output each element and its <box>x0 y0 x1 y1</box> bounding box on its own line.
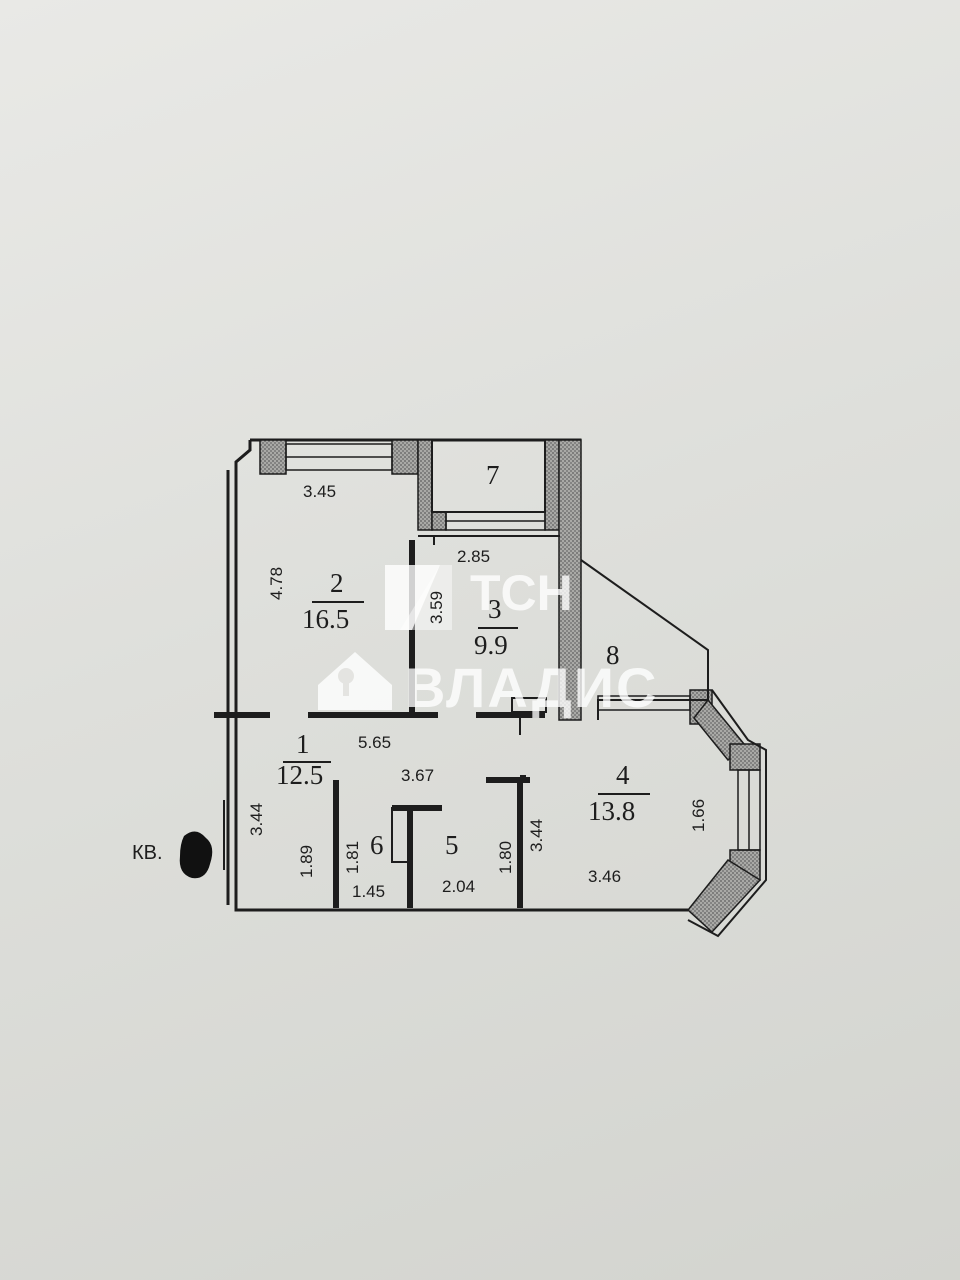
dim-room2-width: 3.45 <box>303 482 337 501</box>
room-3-number: 3 <box>488 594 502 624</box>
dim-room4-right: 1.66 <box>689 798 708 832</box>
apartment-label: КВ. <box>132 842 163 864</box>
balcony-outline <box>431 440 546 513</box>
house-key-icon <box>318 652 392 710</box>
dim-room3-width: 2.85 <box>457 547 491 566</box>
dim-hall-depth: 3.44 <box>247 802 266 836</box>
dim-room6-width: 1.45 <box>352 882 386 901</box>
room-1-number: 1 <box>296 729 310 759</box>
room-2-number: 2 <box>330 568 344 598</box>
redaction-mark <box>179 831 213 879</box>
room-5-number: 5 <box>445 830 459 860</box>
dim-room2-depth: 4.78 <box>267 566 286 600</box>
loggia-outline <box>580 559 709 720</box>
watermark-top-text: ТСН <box>470 565 573 621</box>
watermark-bottom-text: ВЛАДИС <box>405 656 659 719</box>
room-3-fraction-line <box>478 627 518 629</box>
room-1-area: 12.5 <box>276 760 324 790</box>
room-7-number: 7 <box>486 460 500 490</box>
room-4-area: 13.8 <box>588 796 636 826</box>
room-8-number: 8 <box>606 640 620 670</box>
dim-corridor-width: 3.67 <box>401 766 435 785</box>
room-4-fraction-line <box>598 793 650 795</box>
dim-room3-depth: 3.59 <box>427 590 446 624</box>
hatched-walls <box>259 439 762 934</box>
fixtures <box>223 535 560 870</box>
dim-hall-width: 5.65 <box>358 733 392 752</box>
watermark-logo <box>318 565 452 710</box>
room-4-number: 4 <box>616 760 630 790</box>
room-6-number: 6 <box>370 830 384 860</box>
dim-room5-depth: 1.80 <box>496 840 515 874</box>
room-1-fraction-line <box>283 761 331 763</box>
room-3-area: 9.9 <box>474 630 508 660</box>
bay-window-outline <box>687 689 767 938</box>
room-2-area: 16.5 <box>302 604 350 634</box>
dim-room6-depth: 1.81 <box>343 840 362 874</box>
room-2-fraction-line <box>312 601 364 603</box>
dim-room5-width: 2.04 <box>442 877 476 896</box>
dim-closet-depth: 1.89 <box>297 844 316 878</box>
dim-room4-left: 3.44 <box>527 818 546 852</box>
dim-room4-width: 3.46 <box>588 867 622 886</box>
